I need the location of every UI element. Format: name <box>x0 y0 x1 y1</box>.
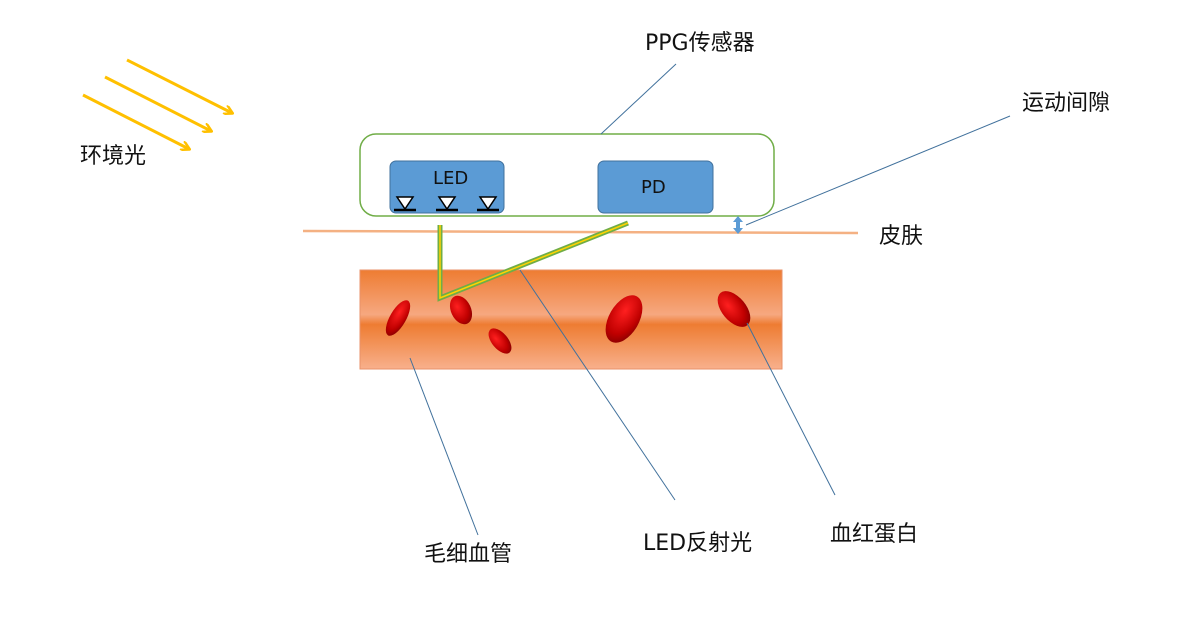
skin-label: 皮肤 <box>879 224 923 249</box>
ppg-sensor-label: PPG传感器 <box>645 31 755 56</box>
ambient-light-arrow <box>104 75 211 131</box>
pd-block <box>597 160 714 214</box>
led-light-path <box>437 220 629 302</box>
pd-label: PD <box>641 177 666 198</box>
led-block <box>389 160 505 214</box>
reflected-light-leader-line <box>519 269 676 501</box>
hemoglobin-label: 血红蛋白 <box>830 522 918 547</box>
motion-gap-leader-line <box>745 115 1011 226</box>
diode-symbol-icon <box>477 196 499 212</box>
hemoglobin-leader-line <box>746 322 836 496</box>
blood-cell <box>717 291 751 327</box>
ppg-sensor-leader-line <box>600 63 677 135</box>
ambient-light-arrow <box>82 93 189 149</box>
ambient-light-arrows <box>82 58 232 149</box>
reflected-light-label: LED反射光 <box>643 531 752 556</box>
led-label: LED <box>433 168 468 189</box>
double-arrow-icon <box>733 216 743 234</box>
ambient-light-label: 环境光 <box>80 144 146 169</box>
capillary-label: 毛细血管 <box>424 542 512 567</box>
blood-cell <box>385 300 411 336</box>
skin-line <box>302 229 859 235</box>
diode-symbol-icon <box>436 196 458 212</box>
diode-symbol-icon <box>394 196 416 212</box>
ambient-light-arrow <box>126 58 232 113</box>
capillary-leader-line <box>409 357 479 536</box>
capillary-vessel <box>359 269 783 370</box>
blood-cell <box>488 328 512 354</box>
blood-cell <box>605 295 643 343</box>
blood-cell <box>449 295 473 325</box>
motion-gap-label: 运动间隙 <box>1022 91 1110 116</box>
